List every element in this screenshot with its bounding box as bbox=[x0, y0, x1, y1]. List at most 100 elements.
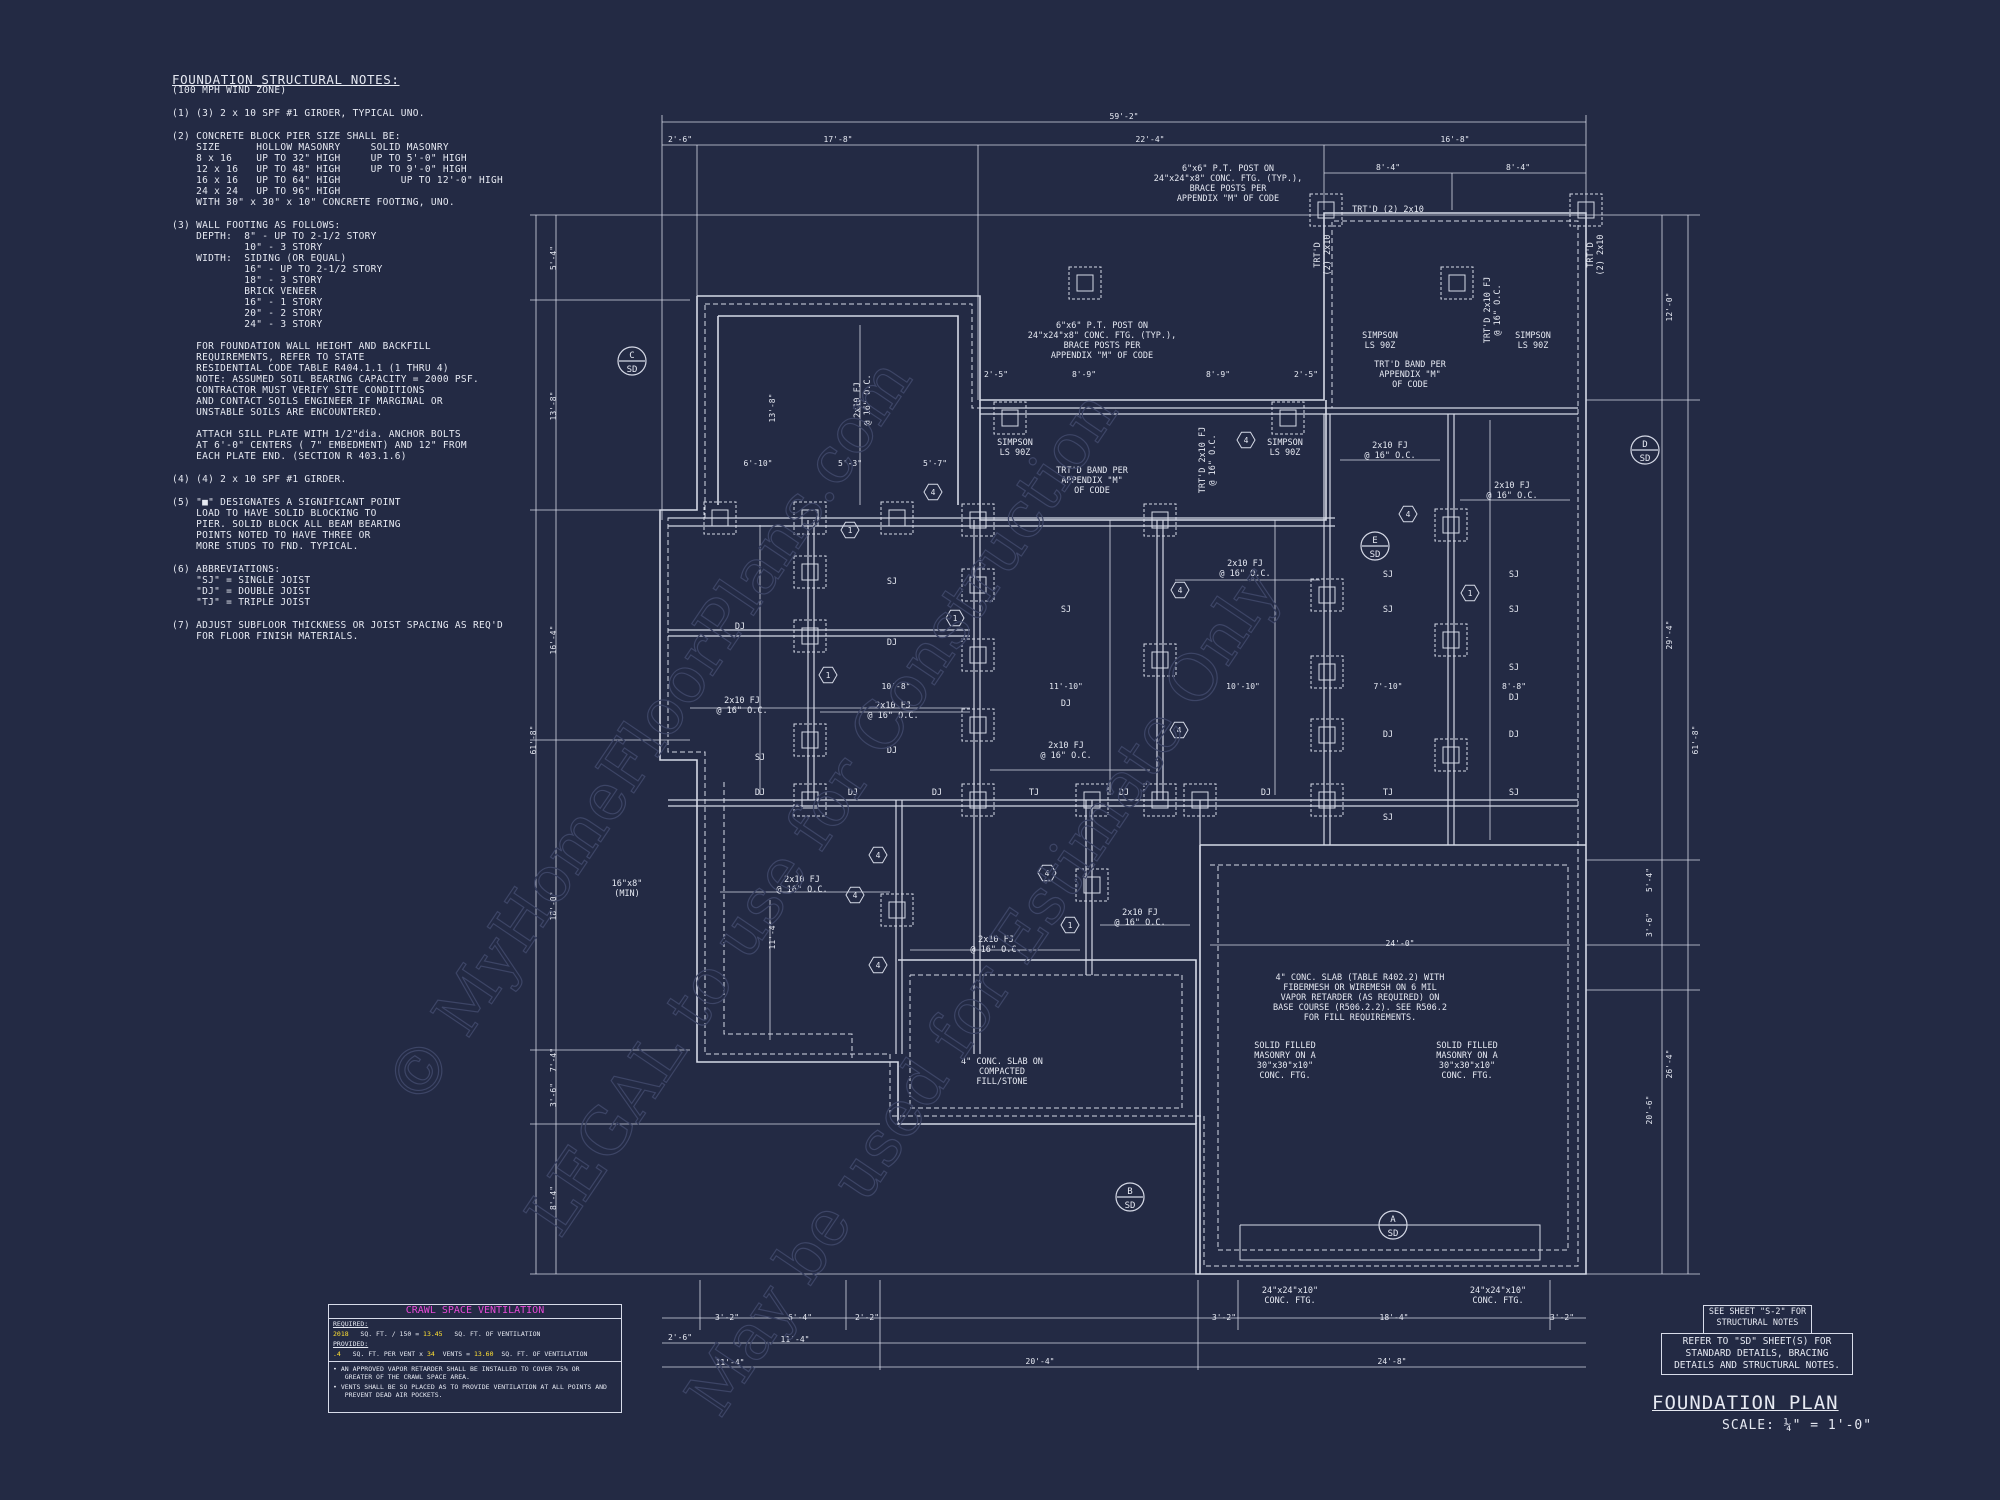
svg-text:DJ: DJ bbox=[932, 788, 942, 798]
section-marker-c[interactable] bbox=[617, 346, 647, 376]
svg-text:11'-10": 11'-10" bbox=[1049, 682, 1083, 691]
structural-notes: FOUNDATION STRUCTURAL NOTES: (100 MPH WI… bbox=[172, 72, 512, 654]
svg-text:10'-10": 10'-10" bbox=[1226, 682, 1260, 691]
pier-block bbox=[1151, 651, 1169, 669]
svg-text:SJ: SJ bbox=[887, 577, 897, 587]
pier-block bbox=[711, 509, 729, 527]
required-label: REQUIRED: bbox=[333, 1320, 369, 1328]
pier-footing bbox=[880, 893, 914, 927]
svg-text:TJ: TJ bbox=[1383, 788, 1393, 798]
pier-footing bbox=[993, 401, 1027, 435]
note-tag-hexagon[interactable] bbox=[868, 846, 888, 864]
pier-block bbox=[1191, 791, 1209, 809]
svg-text:11'-4": 11'-4" bbox=[781, 1335, 810, 1344]
pier-footing bbox=[1143, 643, 1177, 677]
note-tag-hexagon[interactable] bbox=[818, 666, 838, 684]
svg-text:SD: SD bbox=[1370, 550, 1381, 560]
note-tag-number: 1 bbox=[1068, 921, 1073, 930]
foundation-walls bbox=[659, 212, 1587, 1275]
note-tag-number: 1 bbox=[1468, 589, 1473, 598]
svg-text:DJ: DJ bbox=[1119, 788, 1129, 798]
svg-text:5'-4": 5'-4" bbox=[549, 246, 558, 270]
svg-text:TRT'D(2) 2x10: TRT'D(2) 2x10 bbox=[1313, 235, 1333, 276]
pier-footing bbox=[1143, 783, 1177, 817]
svg-text:C: C bbox=[629, 351, 634, 361]
svg-text:11'-4": 11'-4" bbox=[716, 1358, 745, 1367]
svg-text:3'-2": 3'-2" bbox=[1550, 1313, 1574, 1322]
pier-block bbox=[969, 511, 987, 529]
svg-text:SJ: SJ bbox=[755, 753, 765, 763]
pier-block bbox=[888, 509, 906, 527]
svg-text:8'-9": 8'-9" bbox=[1206, 370, 1230, 379]
pier-footing bbox=[1434, 623, 1468, 657]
section-marker-a[interactable] bbox=[1378, 1210, 1408, 1240]
pier-footing bbox=[880, 501, 914, 535]
note-tag-hexagon[interactable] bbox=[845, 886, 865, 904]
svg-text:DJ: DJ bbox=[848, 788, 858, 798]
note-item-4: (4) (4) 2 x 10 SPF #1 GIRDER. bbox=[172, 474, 347, 485]
pier-footing bbox=[1310, 718, 1344, 752]
svg-text:SJ: SJ bbox=[1509, 788, 1519, 798]
see-sheet-s2-note: SEE SHEET "S-2" FOR STRUCTURAL NOTES bbox=[1703, 1305, 1812, 1334]
svg-text:DJ: DJ bbox=[1509, 730, 1519, 740]
svg-text:TRT'D 2x10 FJ@ 16" O.C.: TRT'D 2x10 FJ@ 16" O.C. bbox=[1483, 277, 1503, 344]
svg-text:A: A bbox=[1390, 1215, 1396, 1225]
svg-text:2x10 FJ@ 16" O.C.: 2x10 FJ@ 16" O.C. bbox=[776, 875, 827, 895]
note-tag-number: 4 bbox=[1406, 510, 1411, 519]
svg-text:24'-0": 24'-0" bbox=[1386, 939, 1415, 948]
note-tag-hexagon[interactable] bbox=[1060, 916, 1080, 934]
joist-labels: 2x10 FJ@ 16" O.C. 2x10 FJ@ 16" O.C. 2x10… bbox=[716, 374, 1537, 955]
note-tag-hexagon[interactable] bbox=[923, 483, 943, 501]
svg-text:2x10 FJ@ 16" O.C.: 2x10 FJ@ 16" O.C. bbox=[1364, 441, 1415, 461]
structural-notes-title: FOUNDATION STRUCTURAL NOTES: bbox=[172, 72, 400, 87]
pier-block bbox=[801, 509, 819, 527]
section-marker-e[interactable] bbox=[1360, 531, 1390, 561]
pier-footing bbox=[703, 501, 737, 535]
pier-footing bbox=[793, 723, 827, 757]
svg-text:SD: SD bbox=[627, 365, 638, 375]
svg-text:61'-8": 61'-8" bbox=[529, 726, 538, 755]
pier-block bbox=[1317, 201, 1335, 219]
pier-block bbox=[969, 791, 987, 809]
svg-text:B: B bbox=[1127, 1187, 1132, 1197]
note-tag-number: 4 bbox=[876, 961, 881, 970]
svg-text:12'-0": 12'-0" bbox=[1665, 293, 1674, 322]
svg-text:16'-8": 16'-8" bbox=[1441, 135, 1470, 144]
svg-text:6'-4": 6'-4" bbox=[788, 1313, 812, 1322]
note-tag-hexagon[interactable] bbox=[868, 956, 888, 974]
vertical-dimension-labels: 61'-8" 29'-4" 12'-0" 26'-4" 20'-6" 5'-4"… bbox=[529, 246, 1700, 1210]
section-marker-d[interactable] bbox=[1630, 435, 1660, 465]
svg-text:2'-5": 2'-5" bbox=[1294, 370, 1318, 379]
refer-sd-note: REFER TO "SD" SHEET(S) FOR STANDARD DETA… bbox=[1661, 1333, 1853, 1375]
svg-text:2'-6": 2'-6" bbox=[668, 135, 692, 144]
svg-text:2x10 FJ@ 16" O.C.: 2x10 FJ@ 16" O.C. bbox=[1040, 741, 1091, 761]
pier-footing bbox=[961, 783, 995, 817]
note-tag-hexagon[interactable] bbox=[1169, 721, 1189, 739]
pier-block bbox=[1151, 791, 1169, 809]
note-tag-hexagon[interactable] bbox=[1398, 505, 1418, 523]
note-tag-hexagon[interactable] bbox=[1170, 581, 1190, 599]
note-tag-hexagon[interactable] bbox=[1460, 584, 1480, 602]
pier-block bbox=[969, 716, 987, 734]
svg-text:8'-4": 8'-4" bbox=[1376, 163, 1400, 172]
pier-footing bbox=[961, 568, 995, 602]
svg-text:10'-8": 10'-8" bbox=[882, 682, 911, 691]
pier-footing bbox=[793, 555, 827, 589]
structural-notes-subtitle: (100 MPH WIND ZONE) bbox=[172, 85, 287, 96]
svg-text:29'-4": 29'-4" bbox=[1665, 621, 1674, 650]
note-tag-hexagon[interactable] bbox=[1236, 431, 1256, 449]
note-tag-hexagon[interactable] bbox=[840, 521, 860, 539]
section-marker-b[interactable] bbox=[1115, 1182, 1145, 1212]
note-tag-hexagon[interactable] bbox=[1037, 864, 1057, 882]
note-tag-hexagon[interactable] bbox=[945, 609, 965, 627]
vertical-callouts: TRT'D(2) 2x10 TRT'D(2) 2x10 TRT'D 2x10 F… bbox=[1198, 235, 1606, 494]
svg-text:26'-4": 26'-4" bbox=[1665, 1050, 1674, 1079]
pier-group bbox=[703, 193, 1603, 927]
